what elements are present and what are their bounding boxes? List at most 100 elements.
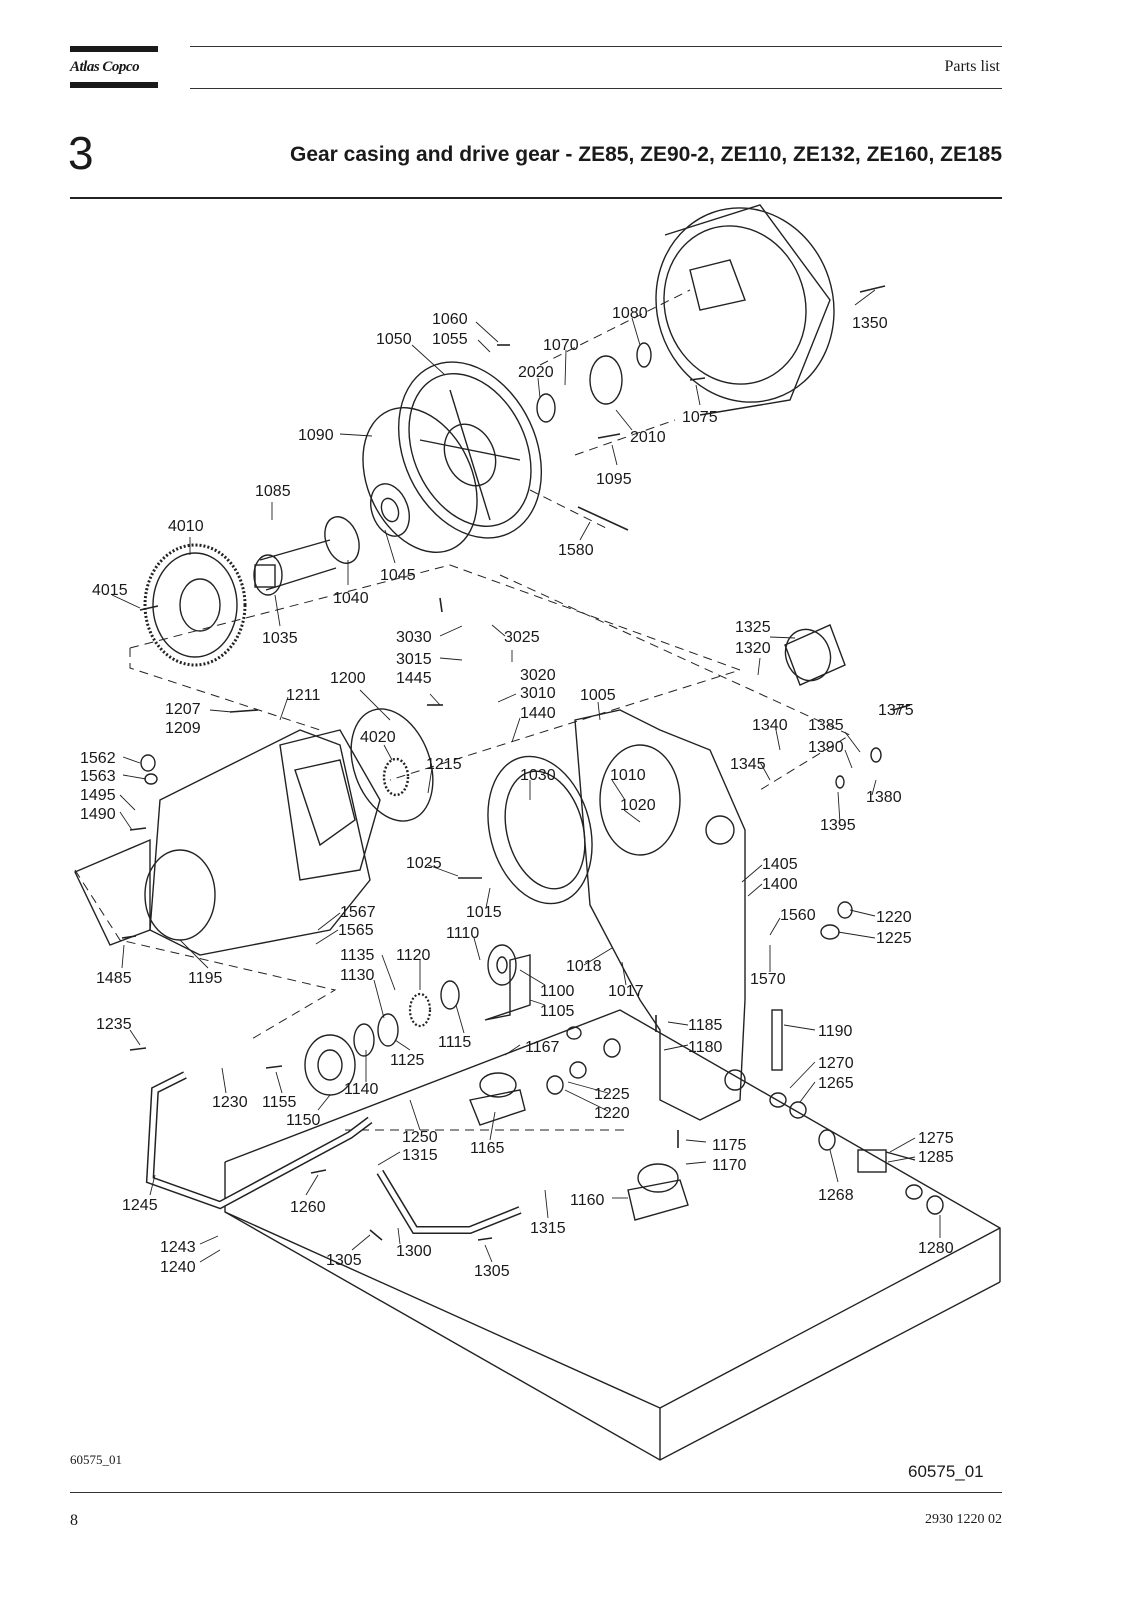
ring-1115 <box>440 980 460 1010</box>
part-label-1080: 1080 <box>612 305 648 322</box>
part-label-1040: 1040 <box>333 590 369 607</box>
part-label-1305: 1305 <box>326 1252 362 1269</box>
part-label-1485: 1485 <box>96 970 132 987</box>
part-label-1060: 1060 <box>432 311 468 328</box>
part-label-1209: 1209 <box>165 720 201 737</box>
part-label-1230: 1230 <box>212 1094 248 1111</box>
chapter-number: 3 <box>68 127 94 179</box>
part-label-1400: 1400 <box>762 876 798 893</box>
part-label-1563: 1563 <box>80 768 116 785</box>
oil-filter <box>784 624 846 686</box>
part-label-1035: 1035 <box>262 630 298 647</box>
part-label-1180: 1180 <box>688 1039 723 1056</box>
part-label-1185: 1185 <box>688 1017 723 1034</box>
part-label-1110: 1110 <box>446 925 479 942</box>
part-label-1390: 1390 <box>808 739 844 756</box>
part-label-1565: 1565 <box>338 922 374 939</box>
spacer <box>324 516 360 564</box>
part-label-1280: 1280 <box>918 1240 954 1257</box>
part-label-1243: 1243 <box>160 1239 196 1256</box>
part-label-1315: 1315 <box>530 1220 566 1237</box>
leader-lines <box>111 289 941 1263</box>
part-label-1017: 1017 <box>608 983 644 1000</box>
casing-flange <box>487 755 593 905</box>
part-label-1120: 1120 <box>396 947 431 964</box>
part-label-1495: 1495 <box>80 787 116 804</box>
part-label-1405: 1405 <box>762 856 798 873</box>
part-label-1268: 1268 <box>818 1187 854 1204</box>
part-label-1220: 1220 <box>594 1105 630 1122</box>
washers <box>140 342 944 1215</box>
part-label-1395: 1395 <box>820 817 856 834</box>
part-label-1235: 1235 <box>96 1016 132 1033</box>
page-number: 8 <box>70 1512 78 1529</box>
logo-bar-bottom <box>70 82 158 88</box>
part-label-1315: 1315 <box>402 1147 438 1164</box>
part-label-1105: 1105 <box>540 1003 575 1020</box>
document-number: 2930 1220 02 <box>925 1512 1002 1527</box>
part-label-1440: 1440 <box>520 705 556 722</box>
part-label-1005: 1005 <box>580 687 616 704</box>
part-labels: 1060105510501080107020201350107520101090… <box>80 305 954 1280</box>
part-label-1207: 1207 <box>165 701 201 718</box>
ring-1140 <box>353 1023 375 1057</box>
part-label-1211: 1211 <box>286 687 321 704</box>
part-label-3025: 3025 <box>504 629 540 646</box>
part-label-1225: 1225 <box>876 930 912 947</box>
part-label-1130: 1130 <box>340 967 375 984</box>
part-label-1010: 1010 <box>610 767 646 784</box>
part-label-3010: 3010 <box>520 685 556 702</box>
part-label-1250: 1250 <box>402 1129 438 1146</box>
part-label-1135: 1135 <box>340 947 375 964</box>
part-label-1155: 1155 <box>262 1094 297 1111</box>
part-label-1325: 1325 <box>735 619 771 636</box>
part-label-1265: 1265 <box>818 1075 854 1092</box>
figure-ref-small: 60575_01 <box>70 1452 122 1467</box>
part-label-1100: 1100 <box>540 983 575 1000</box>
section-label: Parts list <box>944 58 1000 75</box>
part-label-1190: 1190 <box>818 1023 853 1040</box>
header-rule-bottom <box>190 88 1002 89</box>
drain-valve <box>857 1149 916 1173</box>
part-label-1225: 1225 <box>594 1086 630 1103</box>
part-label-1018: 1018 <box>566 958 602 975</box>
part-label-1175: 1175 <box>712 1137 747 1154</box>
part-label-1140: 1140 <box>344 1081 379 1098</box>
part-label-3030: 3030 <box>396 629 432 646</box>
footer-rule <box>70 1492 1002 1493</box>
chapter-rule <box>70 197 1002 199</box>
part-label-1345: 1345 <box>730 756 766 773</box>
bearing-cover <box>397 361 543 539</box>
header-rule-top <box>190 46 1002 47</box>
ring-1125 <box>377 1013 399 1047</box>
part-label-1490: 1490 <box>80 806 116 823</box>
main-housing <box>574 709 746 1121</box>
part-label-1045: 1045 <box>380 567 416 584</box>
part-label-1220: 1220 <box>876 909 912 926</box>
chapter-title: Gear casing and drive gear - ZE85, ZE90-… <box>289 143 1002 166</box>
part-label-4010: 4010 <box>168 518 204 535</box>
part-label-1015: 1015 <box>466 904 502 921</box>
part-label-1580: 1580 <box>558 542 594 559</box>
logo-bar-top <box>70 46 158 52</box>
sight-glass <box>771 1009 783 1071</box>
part-label-4015: 4015 <box>92 582 128 599</box>
part-label-1070: 1070 <box>543 337 579 354</box>
seal-ring <box>362 406 478 554</box>
diagram-ref-label: 60575_01 <box>908 1462 984 1481</box>
part-label-3015: 3015 <box>396 651 432 668</box>
pinion-gear <box>382 757 410 797</box>
part-label-2020: 2020 <box>518 364 554 381</box>
part-label-1567: 1567 <box>340 904 376 921</box>
base-plate <box>224 1009 1001 1461</box>
motor-adapter-flange <box>655 204 835 416</box>
part-label-1350: 1350 <box>852 315 888 332</box>
part-label-1095: 1095 <box>596 471 632 488</box>
mounting-foot-1165 <box>469 1072 526 1126</box>
part-label-1375: 1375 <box>878 702 914 719</box>
mounting-foot-1160 <box>627 1163 689 1221</box>
part-label-1150: 1150 <box>286 1112 321 1129</box>
part-label-1025: 1025 <box>406 855 442 872</box>
part-label-1200: 1200 <box>330 670 366 687</box>
